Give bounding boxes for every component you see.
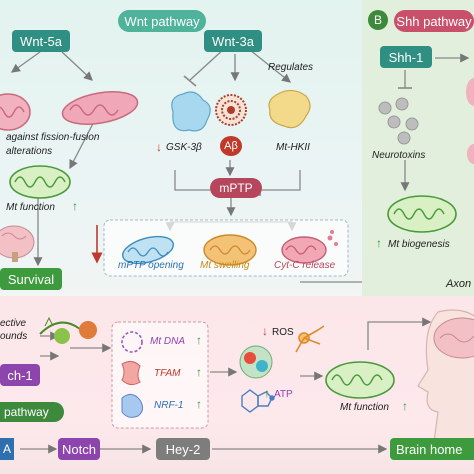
- mitochondrion-cytc: [281, 230, 338, 264]
- mitochondrion-left: [0, 93, 31, 131]
- neurotoxin-particles: [378, 97, 419, 145]
- shh-pathway-title: Shh pathway: [394, 10, 474, 32]
- mitochondrion-swelling: [203, 234, 257, 266]
- mt-swelling-label: Mt swelling: [200, 260, 250, 271]
- mitochondrion-function: [9, 165, 71, 199]
- atp-label: ATP: [274, 389, 293, 400]
- mptp-box: mPTP: [210, 178, 262, 198]
- abeta-label: Aβ: [220, 136, 242, 156]
- atp-arrow: ↑: [264, 386, 270, 400]
- biogenesis-arrow: ↑: [376, 236, 382, 250]
- ros-cells: [239, 345, 273, 379]
- nrf1-label: NRF-1: [154, 400, 184, 411]
- regulates-label: Regulates: [268, 62, 314, 73]
- hkii-protein: [268, 89, 311, 129]
- tfam-label: TFAM: [154, 368, 181, 379]
- notch-arrows: [20, 317, 432, 454]
- tfam-icon: [121, 360, 141, 386]
- mt-biogenesis-label: Mt biogenesis: [388, 239, 450, 250]
- nrf1-icon: [121, 394, 144, 418]
- mptp-opening-label: mPTP opening: [118, 260, 184, 271]
- gsk-decrease-arrow: ↓: [156, 140, 162, 154]
- notch-mt-function-arrow: ↑: [402, 399, 408, 413]
- mt-dna-arrow: ↑: [196, 333, 202, 347]
- neuron-icon: [295, 325, 325, 353]
- notch-box: Notch: [58, 438, 100, 460]
- axon-label: Axon: [446, 278, 472, 290]
- notch1-box: ch-1: [0, 364, 40, 386]
- shh-arrows: [398, 53, 470, 192]
- panel-letter-b: B: [368, 10, 388, 30]
- brain-homeostasis-box: Brain home: [390, 438, 474, 460]
- abeta-aggregate: [215, 94, 247, 126]
- mitochondrion-notch: [325, 361, 395, 399]
- partial-mitochondrion-edge: [466, 78, 474, 106]
- gsk-label: GSK-3β: [166, 142, 202, 153]
- neurotoxins-label: Neurotoxins: [372, 150, 426, 161]
- hey2-box: Hey-2: [156, 438, 210, 460]
- gsk-protein: [171, 91, 211, 132]
- nrf1-arrow: ↑: [196, 397, 202, 411]
- mitochondrion-fission: [61, 91, 139, 125]
- brain-small: [0, 225, 35, 262]
- wnt5a-box: Wnt-5a: [12, 30, 70, 52]
- panel-letter-a: A: [0, 438, 14, 460]
- cytc-release-label: Cyt-C release: [274, 260, 336, 271]
- mthkii-label: Mt-HKII: [276, 142, 310, 153]
- wnt-mt-function-label: Mt function: [6, 202, 55, 213]
- plant-compounds: [39, 316, 97, 344]
- against-label-line1: against fission-fusion: [6, 132, 100, 143]
- notch-mt-function-label: Mt function: [340, 402, 389, 413]
- atp-molecule: [241, 389, 275, 413]
- ros-arrow: ↓: [262, 324, 268, 338]
- mt-dna-label: Mt DNA: [150, 336, 185, 347]
- wnt-mt-function-arrow: ↑: [72, 199, 78, 213]
- mitochondrion-mptp-opening: [121, 235, 175, 265]
- partial-mitochondrion-edge-2: [467, 144, 474, 164]
- protective-compounds-line1: ective: [0, 318, 27, 329]
- survival-box: Survival: [0, 268, 62, 290]
- head-silhouette: [417, 309, 474, 443]
- notch-pathway-label: pathway: [0, 402, 64, 422]
- against-label-line2: alterations: [6, 146, 53, 157]
- shh1-box: Shh-1: [380, 46, 432, 68]
- protective-compounds-line2: ounds: [0, 331, 28, 342]
- tfam-arrow: ↑: [196, 365, 202, 379]
- mitochondrion-shh: [387, 195, 457, 233]
- wnt-pathway-title: Wnt pathway: [118, 10, 206, 32]
- ros-label: ROS: [272, 327, 294, 338]
- mt-dna-icon: [121, 331, 143, 353]
- wnt3a-box: Wnt-3a: [204, 30, 262, 52]
